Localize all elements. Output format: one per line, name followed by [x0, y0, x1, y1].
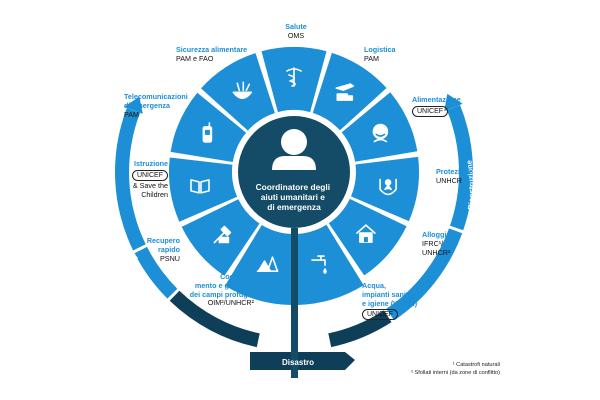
arc-recupero	[386, 228, 463, 321]
label-recupero-agency: PSNU	[160, 253, 180, 263]
label-logistica-agency: PAM	[364, 53, 380, 63]
disastro-bar	[250, 352, 355, 370]
label-campi-title-1: Coordina-	[220, 272, 254, 281]
label-wash-title-3: e igiene (WASH)	[362, 298, 418, 308]
label-istruzione-agency: UNICEF	[131, 169, 168, 181]
coordinator-title-line1: Coordinatore degli	[256, 182, 330, 192]
cycle-label-prevenzione: Prevenzione	[107, 155, 118, 201]
segment-campi	[225, 225, 293, 305]
cycle-label-attenuazione: Attenuazione	[0, 0, 140, 263]
label-logistica: Logistica PAM	[364, 45, 434, 64]
label-salute: Salute OMS	[266, 22, 326, 41]
label-alloggi-agency: IFRC¹/	[422, 238, 444, 248]
label-telecom-title-1: Telecomunicazioni	[124, 92, 188, 101]
label-istruzione-agency2-1: & Save the	[132, 180, 168, 190]
cycle-label-ricostruzione: Ricostruzione	[464, 159, 476, 210]
label-recupero-rapido: Recupero rapido PSNU	[120, 236, 180, 263]
label-telecom-agency: PAM	[124, 109, 140, 119]
nutrition-child-icon	[372, 123, 389, 143]
label-telecom-title-2: di emergenza	[124, 100, 170, 110]
label-wash-title-2: impianti sanitari	[362, 289, 418, 299]
label-istruzione: Istruzione UNICEF & Save the Children	[110, 159, 168, 199]
label-istruzione-agency2-2: Children	[141, 189, 168, 199]
coordinator-title-line3: di emergenza	[267, 202, 321, 212]
shelter-house-icon	[356, 224, 376, 243]
label-salute-agency: OMS	[287, 30, 305, 40]
label-campi-title-3: dei campi profughi	[189, 289, 254, 299]
education-book-icon	[190, 179, 210, 194]
arrow-prevenzione	[124, 96, 143, 114]
arc-capacita	[169, 290, 260, 348]
label-protezione: Protezione UNHCR	[436, 167, 496, 186]
food-security-bowl-icon	[232, 81, 253, 100]
water-tap-icon	[311, 255, 327, 274]
protection-hands-icon	[379, 178, 397, 196]
health-caduceus-icon	[286, 67, 302, 87]
label-alloggi-title: Alloggi	[422, 230, 447, 239]
logistics-plane-truck-icon	[335, 83, 355, 101]
label-telecom: Telecomunicazioni di emergenza PAM	[124, 92, 214, 119]
arc-ricostruzione	[447, 104, 474, 231]
label-wash-agency: UNICEF	[362, 309, 399, 321]
arrow-ricostruzione	[444, 93, 463, 112]
cycle-label-disastro: Disastro	[282, 358, 314, 367]
telecom-phone-icon	[202, 122, 213, 143]
coordinator-person-icon	[272, 129, 316, 170]
coordinator-title-line2: aiuti umanitari e	[261, 192, 326, 202]
coordinator-circle	[238, 116, 350, 228]
footnote-2: ² Sfollati interni (da zone di conflitto…	[411, 370, 500, 376]
label-alimentazione: Alimentazione UNICEF	[412, 95, 492, 118]
cycle-label-risposta: Risposta	[369, 332, 401, 356]
label-wash-title-1: Acqua,	[362, 281, 386, 290]
center-stem	[291, 228, 298, 378]
label-campi-agency: OIM²/UNHCR²	[207, 298, 254, 308]
label-protezione-agency: UNHCR	[436, 175, 462, 185]
label-sicurezza: Sicurezza alimentare PAM e FAO	[176, 45, 266, 64]
label-sicurezza-agency: PAM e FAO	[176, 53, 214, 63]
label-salute-title: Salute	[285, 22, 307, 31]
label-campi: Coordina- mento e gestione dei campi pro…	[166, 272, 254, 308]
segment-logistica	[312, 52, 387, 131]
label-sicurezza-title: Sicurezza alimentare	[176, 45, 248, 54]
label-alloggi-agency2: UNHCR²	[422, 247, 451, 257]
early-recovery-tools-icon	[213, 225, 232, 244]
coordinator-title: Coordinatore degli aiuti umanitari e di …	[256, 182, 333, 212]
arc-attenuazione	[134, 246, 178, 299]
label-wash: Acqua, impianti sanitari e igiene (WASH)…	[362, 281, 452, 321]
label-alimentazione-agency: UNICEF	[412, 105, 449, 117]
label-campi-title-2: mento e gestione	[194, 280, 254, 290]
segment-wash	[295, 224, 364, 305]
footnote-1: ¹ Catastrofi naturali	[452, 362, 500, 368]
label-alloggi: Alloggi IFRC¹/ UNHCR²	[422, 230, 482, 257]
label-logistica-title: Logistica	[364, 45, 396, 54]
label-protezione-title: Protezione	[436, 167, 473, 176]
arc-prevenzione	[115, 107, 146, 251]
label-recupero-title-2: rapido	[158, 244, 180, 254]
label-recupero-title-1: Recupero	[146, 236, 180, 245]
segment-istruzione	[168, 157, 238, 222]
camp-tents-icon	[256, 256, 279, 273]
label-istruzione-title: Istruzione	[134, 159, 168, 168]
label-alimentazione-title: Alimentazione	[412, 95, 461, 104]
